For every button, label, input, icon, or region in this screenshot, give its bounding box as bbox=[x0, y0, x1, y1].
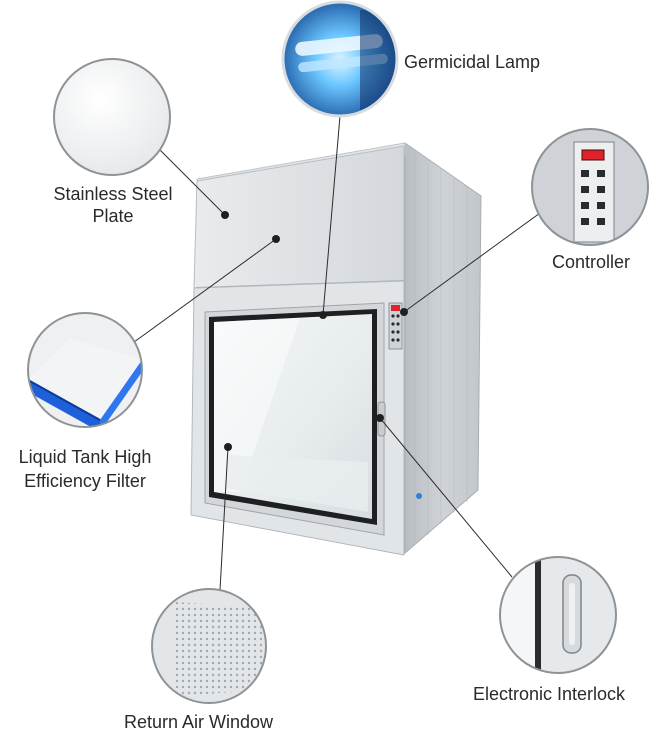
controller-detail bbox=[531, 128, 649, 246]
electronic-interlock-detail bbox=[499, 556, 617, 674]
return-air-window-detail bbox=[151, 588, 267, 704]
controller-panel bbox=[388, 302, 403, 350]
label-electronic-interlock: Electronic Interlock bbox=[473, 684, 626, 704]
label-stainless-steel-line1: Stainless Steel bbox=[53, 184, 173, 204]
side-panel-grain bbox=[414, 150, 468, 545]
leader-lines bbox=[129, 115, 541, 591]
interlock-switch-icon bbox=[416, 493, 422, 499]
stainless-steel-detail bbox=[53, 58, 171, 176]
label-germicidal-lamp: Germicidal Lamp bbox=[404, 52, 541, 72]
liquid-tank-filter-detail bbox=[27, 312, 143, 428]
label-return-air-window: Return Air Window bbox=[124, 712, 274, 732]
label-stainless-steel-line2: Plate bbox=[92, 206, 134, 226]
leader-endpoints bbox=[221, 211, 408, 451]
germicidal-lamp-detail bbox=[281, 0, 399, 118]
label-liquid-tank-line1: Liquid Tank High bbox=[18, 447, 152, 467]
cabinet-side-panel bbox=[404, 142, 482, 555]
pass-box-cabinet bbox=[190, 142, 482, 556]
label-controller: Controller bbox=[552, 252, 631, 272]
label-liquid-tank-line2: Efficiency Filter bbox=[24, 471, 146, 491]
